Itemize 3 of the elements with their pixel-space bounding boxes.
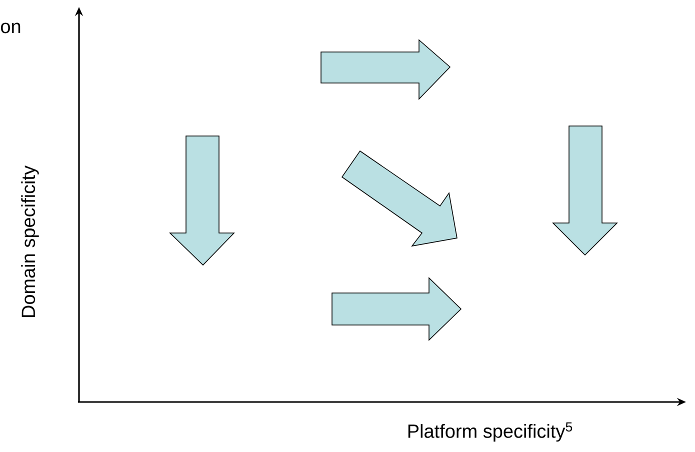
axis-label: Domain specificity	[21, 166, 39, 317]
axis-label: Platform specificity$^{5}$	[408, 422, 572, 442]
axis-label: on	[1, 22, 20, 34]
